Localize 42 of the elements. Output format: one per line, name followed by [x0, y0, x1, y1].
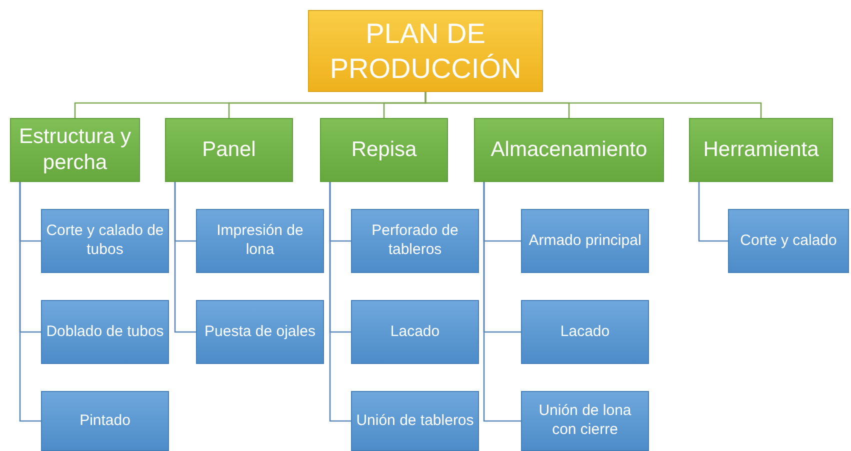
box-label: Herramienta	[703, 136, 819, 163]
connector-line	[424, 92, 762, 118]
category-box	[689, 118, 833, 182]
connector-line	[19, 182, 41, 422]
box-label: Almacenamiento	[490, 136, 648, 163]
box-label: Repisa	[351, 136, 417, 163]
box-label: Unión de tableros	[356, 412, 474, 430]
task-box	[351, 209, 479, 273]
box-label: Perforado de tableros	[370, 222, 460, 260]
category-box	[474, 118, 664, 182]
box-label: Corte y calado	[740, 232, 837, 250]
box-label: Impresión de lona	[216, 222, 304, 260]
box-label: Corte y calado de tubos	[46, 222, 164, 260]
box-label: Estructura y percha	[18, 124, 132, 176]
task-box	[521, 209, 649, 273]
task-box	[196, 209, 324, 273]
box-label: Panel	[202, 136, 256, 163]
connector-line	[483, 182, 521, 422]
box-label: Armado principal	[528, 232, 642, 250]
task-box	[728, 209, 849, 273]
connector-line	[174, 182, 196, 333]
task-box	[41, 300, 169, 364]
task-box	[41, 209, 169, 273]
task-box	[196, 300, 324, 364]
title-box	[308, 10, 543, 92]
category-box	[320, 118, 448, 182]
task-box	[521, 300, 649, 364]
box-label: Lacado	[560, 322, 610, 342]
box-label: Pintado	[80, 412, 130, 430]
category-box	[165, 118, 293, 182]
box-label: Doblado de tubos	[46, 322, 164, 342]
category-box	[10, 118, 140, 182]
box-label: Lacado	[390, 322, 440, 342]
task-box	[41, 391, 169, 451]
box-label: PLAN DE PRODUCCIÓN	[328, 17, 522, 86]
connector-line	[698, 182, 728, 242]
task-box	[351, 300, 479, 364]
connector-line	[329, 182, 351, 422]
task-box	[521, 391, 649, 451]
box-label: Puesta de ojales	[204, 322, 316, 342]
task-box	[351, 391, 479, 451]
box-label: Unión de lona con cierre	[538, 402, 632, 440]
